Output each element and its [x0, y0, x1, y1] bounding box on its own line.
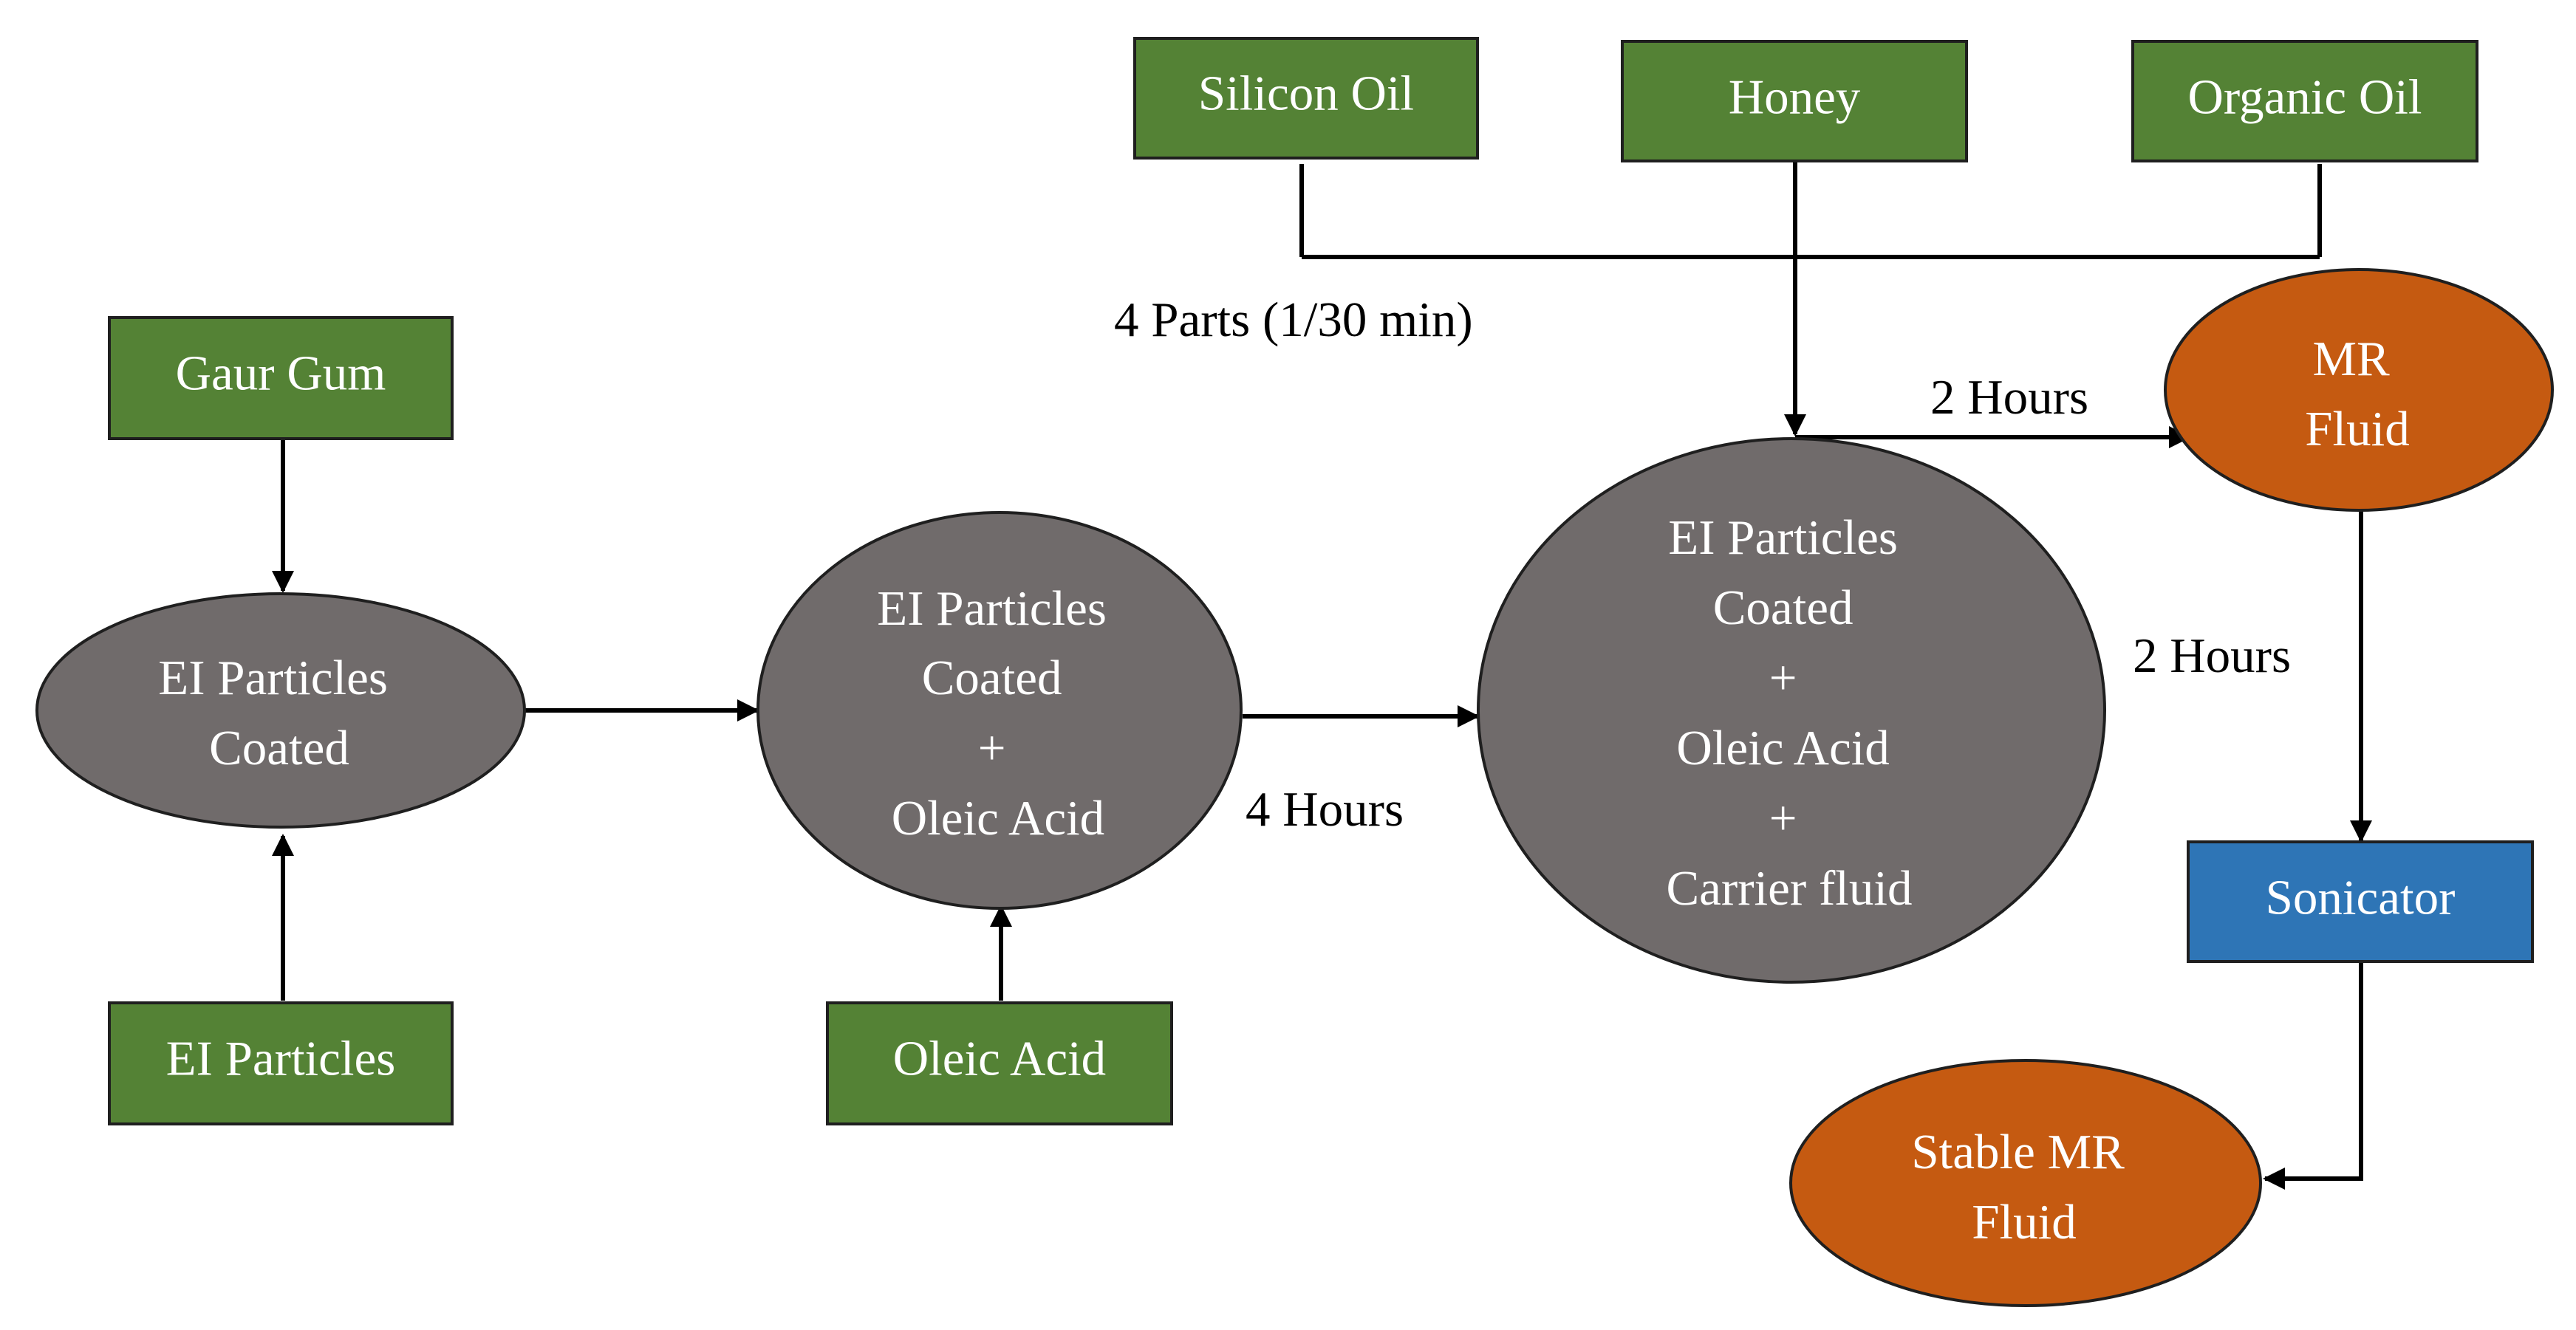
coated-oleic-node: EI Particles Coated + Oleic Acid: [756, 511, 1243, 910]
silicon-oil-box: Silicon Oil: [1133, 37, 1479, 160]
silicon-oil-label: Silicon Oil: [1198, 66, 1414, 120]
ei-particles-label: EI Particles: [166, 1031, 396, 1086]
coated-oleic-line-3: +: [978, 721, 1006, 775]
four-hours-label: 4 Hours: [1246, 782, 1404, 837]
mr-fluid-node: MR Fluid: [2164, 268, 2554, 512]
oleic-acid-box: Oleic Acid: [826, 1001, 1173, 1125]
oleic-acid-label: Oleic Acid: [893, 1031, 1106, 1086]
edge-sonicator-to-stable-mr-fluid: [2263, 962, 2363, 1190]
coated-oleic-line-2: Coated: [922, 651, 1062, 705]
stable-mr-fluid-line-1: Stable MR: [1911, 1125, 2125, 1179]
stable-mr-fluid-node: Stable MR Fluid: [1789, 1059, 2262, 1307]
carrier-mix-line-4: Oleic Acid: [1676, 721, 1889, 775]
svg-text:EI Particles Coated: EI Particles Coated: [158, 651, 400, 775]
organic-oil-box: Organic Oil: [2131, 40, 2478, 162]
coated-oleic-line-4: Oleic Acid: [892, 791, 1104, 846]
coated-particles-node: EI Particles Coated: [35, 592, 526, 829]
sonicator-box: Sonicator: [2187, 840, 2534, 963]
sonicator-label: Sonicator: [2266, 870, 2456, 925]
carrier-mix-line-2: Coated: [1713, 580, 1854, 635]
coated-line-1: EI Particles: [158, 651, 388, 705]
mr-fluid-line-2: Fluid: [2305, 402, 2410, 456]
carrier-mix-line-1: EI Particles: [1668, 510, 1898, 565]
carrier-mix-line-6: Carrier fluid: [1666, 861, 1912, 916]
carrier-mix-node: EI Particles Coated + Oleic Acid + Carri…: [1477, 437, 2106, 984]
four-parts-label: 4 Parts (1/30 min): [1114, 292, 1473, 347]
organic-oil-label: Organic Oil: [2188, 69, 2422, 124]
connectors: [272, 161, 2372, 1190]
two-hours-right-label: 2 Hours: [1930, 370, 2088, 425]
coated-line-2: Coated: [209, 721, 349, 775]
honey-box: Honey: [1621, 40, 1968, 162]
mr-fluid-line-1: MR: [2312, 332, 2390, 386]
svg-text:EI Particles Coated: EI Particles Coated + Oleic Acid: [877, 581, 1118, 846]
gaur-gum-label: Gaur Gum: [176, 346, 386, 400]
coated-oleic-line-1: EI Particles: [877, 581, 1107, 636]
svg-text:MR Fluid: MR Fluid: [2305, 332, 2410, 456]
stable-mr-fluid-line-2: Fluid: [1972, 1195, 2077, 1250]
svg-text:Stable MR Fluid: Stable MR Fluid: [1911, 1125, 2136, 1250]
svg-text:EI Particles Coated: EI Particles Coated + Oleic Acid + Carri…: [1666, 510, 1912, 916]
ei-particles-box: EI Particles: [108, 1001, 454, 1125]
gaur-gum-box: Gaur Gum: [108, 316, 454, 440]
honey-label: Honey: [1729, 69, 1861, 124]
carrier-mix-line-3: +: [1769, 651, 1797, 705]
two-hours-down-label: 2 Hours: [2133, 628, 2291, 683]
carrier-mix-line-5: +: [1769, 791, 1797, 846]
